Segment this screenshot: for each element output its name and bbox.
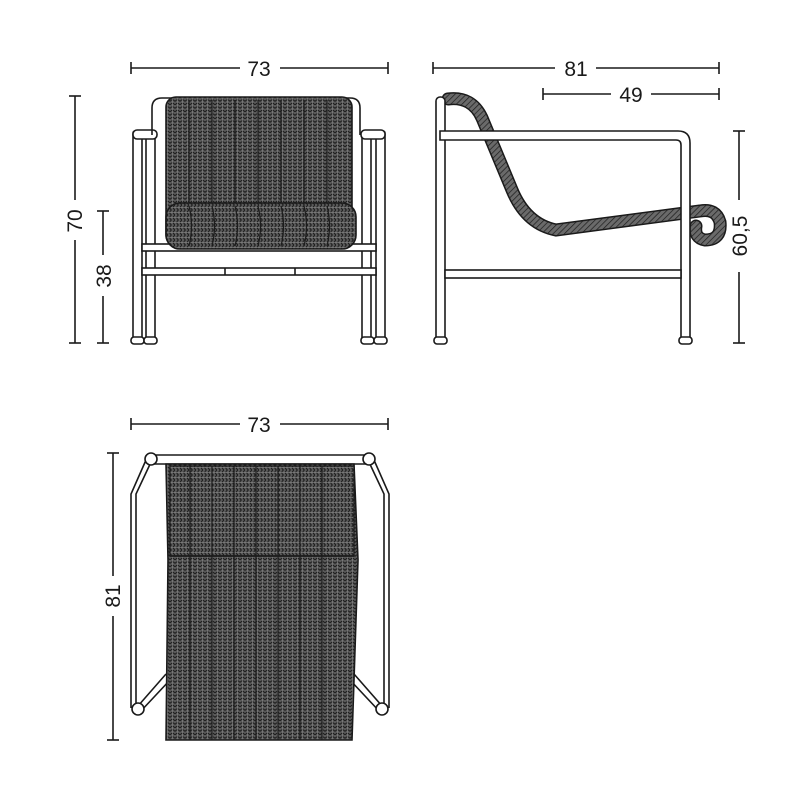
arm-height-label: 60,5 — [729, 216, 752, 257]
front-lower-rail — [141, 267, 377, 276]
front-seat-ribs — [188, 205, 331, 247]
seat-height-label: 38 — [93, 264, 116, 287]
total-height-label: 70 — [64, 209, 87, 232]
side-sling-outline — [441, 92, 727, 247]
top-back-rail — [149, 454, 371, 465]
seat-height-dimension: 38 — [93, 210, 116, 344]
front-right-arm — [360, 129, 386, 140]
top-view: 73 81 — [102, 414, 390, 741]
top-corner-cap — [144, 452, 158, 466]
side-seat-depth-label: 49 — [619, 84, 642, 107]
top-back-roll — [169, 465, 355, 557]
front-width-dimension: 73 — [130, 58, 389, 81]
front-view: 73 70 38 — [64, 58, 389, 345]
side-depth-dimension: 81 — [432, 58, 720, 81]
top-weave-ribs — [170, 466, 354, 740]
top-width-label: 73 — [247, 414, 270, 437]
front-width-label: 73 — [247, 58, 270, 81]
front-left-arm — [132, 129, 158, 140]
front-back-ribs — [188, 100, 328, 205]
top-right-frame — [367, 459, 385, 708]
side-depth-label: 81 — [564, 58, 587, 81]
side-armrest-front-leg — [439, 130, 691, 344]
top-depth-label: 81 — [102, 584, 125, 607]
top-width-dimension: 73 — [130, 414, 389, 437]
top-left-frame — [135, 459, 153, 708]
top-depth-dimension: 81 — [102, 452, 125, 741]
side-lower-rail — [444, 269, 682, 279]
arm-height-dimension: 60,5 — [729, 130, 752, 344]
side-seat-depth-dimension: 49 — [542, 84, 720, 107]
total-height-dimension: 70 — [64, 95, 87, 344]
side-sling-weave — [443, 93, 726, 246]
side-view: 81 49 60,5 — [432, 58, 752, 345]
